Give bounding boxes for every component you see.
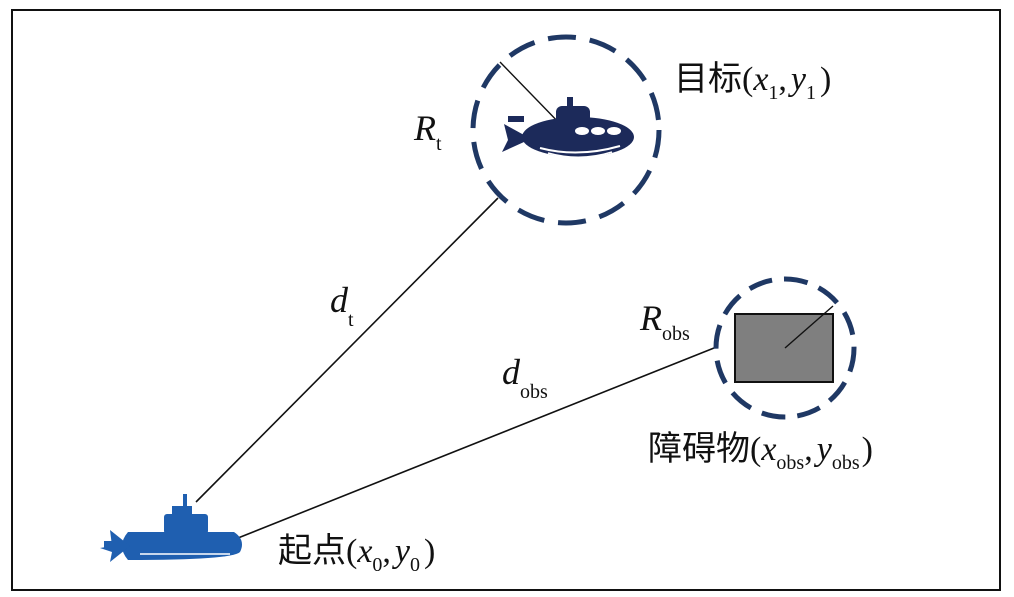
start-comma: , bbox=[382, 533, 391, 570]
start-y-sub: 0 bbox=[410, 554, 420, 576]
obstacle-name: 障碍物 bbox=[648, 429, 750, 469]
target-label: 目标(x1,y1) bbox=[674, 59, 831, 104]
obstacle-radius-symbol: R bbox=[639, 298, 662, 338]
target-open-paren: ( bbox=[742, 61, 753, 98]
target-radius-line bbox=[499, 61, 567, 131]
start-name: 起点 bbox=[278, 531, 346, 571]
target-x: x bbox=[752, 61, 768, 98]
obstacle-comma: , bbox=[804, 431, 813, 468]
target-distance-label: dt bbox=[330, 280, 354, 331]
target-radius-label: Rt bbox=[413, 108, 442, 155]
obstacle-radius-label: Robs bbox=[639, 298, 690, 345]
target-radius-symbol: R bbox=[413, 108, 436, 148]
diagram-frame bbox=[11, 9, 1001, 591]
obstacle-open-paren: ( bbox=[750, 431, 761, 468]
start-close-paren: ) bbox=[424, 533, 435, 570]
obstacle-close-paren: ) bbox=[862, 431, 873, 468]
target-submarine-icon bbox=[502, 97, 634, 158]
target-x-sub: 1 bbox=[768, 82, 778, 104]
start-submarine-icon bbox=[100, 494, 242, 562]
target-radius-circle bbox=[470, 34, 662, 226]
target-close-paren: ) bbox=[820, 61, 831, 98]
start-x: x bbox=[356, 533, 372, 570]
obstacle-radius-line bbox=[784, 305, 834, 349]
start-label: 起点(x0,y0) bbox=[278, 531, 435, 576]
line-start-to-target bbox=[195, 197, 499, 503]
obstacle-label: 障碍物(xobs,yobs) bbox=[648, 429, 873, 474]
target-y: y bbox=[788, 61, 807, 98]
obstacle-distance-label: dobs bbox=[502, 352, 548, 403]
obstacle-y: y bbox=[814, 431, 833, 468]
target-radius-sub: t bbox=[436, 133, 442, 155]
start-y: y bbox=[392, 533, 411, 570]
obstacle-x-sub: obs bbox=[776, 452, 804, 474]
obstacle-y-sub: obs bbox=[832, 452, 860, 474]
obstacle-radius-sub: obs bbox=[662, 323, 690, 345]
obstacle-distance-sub: obs bbox=[520, 381, 548, 403]
start-open-paren: ( bbox=[346, 533, 357, 570]
obstacle-distance-symbol: d bbox=[502, 352, 521, 392]
target-y-sub: 1 bbox=[806, 82, 816, 104]
line-start-to-obstacle bbox=[237, 347, 715, 539]
obstacle-x: x bbox=[760, 431, 776, 468]
target-distance-sub: t bbox=[348, 309, 354, 331]
target-comma: , bbox=[778, 61, 787, 98]
obstacle-radius-circle bbox=[713, 276, 857, 420]
obstacle-block bbox=[734, 313, 834, 383]
target-name: 目标 bbox=[674, 59, 742, 99]
target-distance-symbol: d bbox=[330, 280, 349, 320]
start-x-sub: 0 bbox=[372, 554, 382, 576]
